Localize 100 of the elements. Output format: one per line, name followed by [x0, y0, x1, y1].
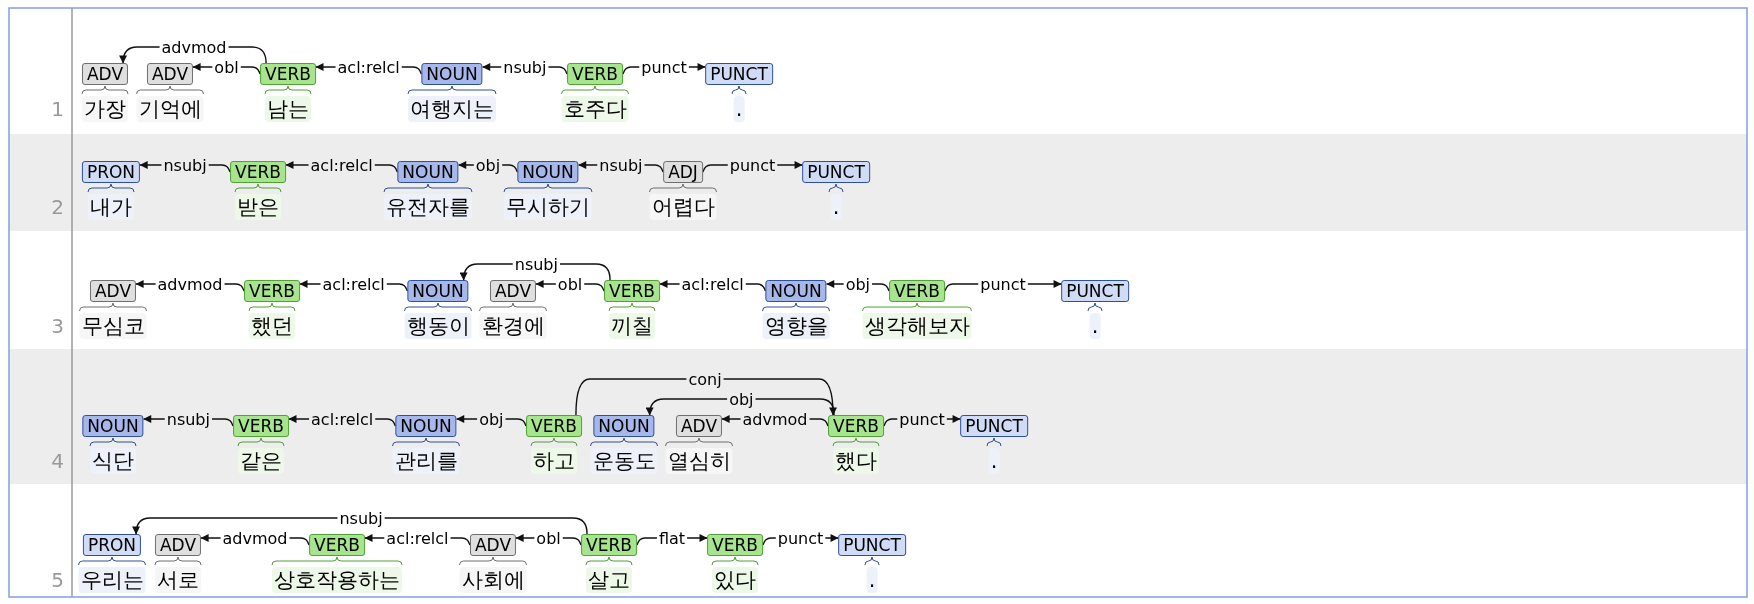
pos-tag: NOUN [765, 280, 827, 302]
token-word: 유전자를 [384, 194, 472, 220]
pos-tag: ADV [675, 415, 723, 437]
dependency-arrow [192, 63, 261, 75]
token-word: 운동도 [590, 448, 658, 474]
dependency-arrow [132, 517, 588, 535]
dependency-arrow [515, 534, 582, 546]
edge-label: acl:relcl [336, 58, 401, 76]
row-number: 5 [50, 567, 64, 593]
pos-tag: VERB [230, 161, 286, 183]
dependency-arrow [944, 280, 1062, 292]
dependency-arrow [883, 415, 961, 427]
token-word: 기억에 [136, 96, 204, 122]
pos-tag: VERB [233, 415, 289, 437]
token-word: 여행지는 [408, 96, 496, 122]
edge-label: punct [979, 275, 1027, 293]
dependency-arrow [459, 263, 611, 281]
pos-tag: PRON [82, 534, 142, 556]
pos-tag: VERB [244, 280, 300, 302]
token-word: 있다 [712, 567, 758, 593]
pos-tag: ADV [469, 534, 517, 556]
dependency-arrow [364, 534, 471, 546]
token-word: 무시하기 [504, 194, 592, 220]
pos-tag: NOUN [82, 415, 144, 437]
edge-label: flat [657, 529, 687, 547]
pos-tag: PUNCT [705, 63, 773, 85]
dependency-arrow [721, 415, 829, 427]
token-word: 서로 [155, 567, 201, 593]
edge-label: conj [687, 370, 723, 388]
dependency-arrow [762, 534, 839, 546]
pos-tag: VERB [309, 534, 365, 556]
token-word: 영향을 [762, 313, 830, 339]
token-word: 식단 [90, 448, 136, 474]
edge-label: acl:relcl [310, 410, 375, 428]
edge-label: punct [898, 410, 946, 428]
edge-label: advmod [160, 38, 228, 56]
pos-tag: NOUN [397, 161, 459, 183]
token-word: 무심코 [79, 313, 147, 339]
pos-tag: NOUN [593, 415, 655, 437]
edge-label: obl [213, 58, 240, 76]
pos-tag: PUNCT [802, 161, 870, 183]
pos-tag: VERB [567, 63, 623, 85]
edge-label: obj [478, 410, 505, 428]
dependency-arrow [135, 280, 245, 292]
dependency-arrow [200, 534, 310, 546]
token-word: . [988, 448, 1000, 474]
dependency-arrow [702, 161, 803, 173]
pos-tag: VERB [260, 63, 316, 85]
pos-tag: PUNCT [838, 534, 906, 556]
edge-label: nsubj [165, 410, 211, 428]
token-word: 어렵다 [649, 194, 717, 220]
token-word: . [830, 194, 842, 220]
token-word: 내가 [88, 194, 134, 220]
pos-tag: ADV [489, 280, 537, 302]
edge-label: acl:relcl [385, 529, 450, 547]
edge-label: nsubj [513, 255, 559, 273]
dependency-arrow [139, 161, 231, 173]
dependency-arrow [575, 378, 837, 416]
row-number: 2 [50, 194, 64, 220]
edge-label: nsubj [162, 156, 208, 174]
pos-tag: VERB [581, 534, 637, 556]
pos-tag: ADJ [663, 161, 703, 183]
token-word: 관리를 [392, 448, 460, 474]
token-word: . [1089, 313, 1101, 339]
token-word: 생각해보자 [862, 313, 972, 339]
token-word: 살고 [586, 567, 632, 593]
row-number: 1 [50, 96, 64, 122]
token-word: 같은 [238, 448, 284, 474]
dependency-arrow [577, 161, 664, 173]
edge-label: obl [535, 529, 562, 547]
token-word: 열심히 [665, 448, 733, 474]
pos-tag: NOUN [517, 161, 579, 183]
pos-tag: PRON [81, 161, 141, 183]
pos-tag: VERB [604, 280, 660, 302]
token-word: 호주다 [561, 96, 629, 122]
edge-label: nsubj [338, 509, 384, 527]
token-word: 남는 [265, 96, 311, 122]
edge-label: nsubj [598, 156, 644, 174]
token-word: . [733, 96, 745, 122]
token-word: 상호작용하는 [272, 567, 402, 593]
pos-tag: ADV [154, 534, 202, 556]
pos-tag: ADV [89, 280, 137, 302]
pos-tag: VERB [889, 280, 945, 302]
dependency-arrow [457, 161, 519, 173]
token-word: 우리는 [78, 567, 146, 593]
dependency-arrow [659, 280, 767, 292]
edge-label: obl [556, 275, 584, 293]
pos-tag: ADV [146, 63, 194, 85]
pos-tag: NOUN [395, 415, 457, 437]
token-word: 행동이 [404, 313, 472, 339]
dependency-arrow [636, 534, 708, 546]
edge-label: punct [776, 529, 825, 547]
edge-label: acl:relcl [309, 156, 374, 174]
edge-label: advmod [221, 529, 289, 547]
token-word: 환경에 [479, 313, 547, 339]
pos-tag: NOUN [407, 280, 469, 302]
dependency-arrow [285, 161, 399, 173]
dependency-arrow [455, 415, 527, 427]
pos-tag: PUNCT [1061, 280, 1129, 302]
pos-tag: VERB [828, 415, 884, 437]
